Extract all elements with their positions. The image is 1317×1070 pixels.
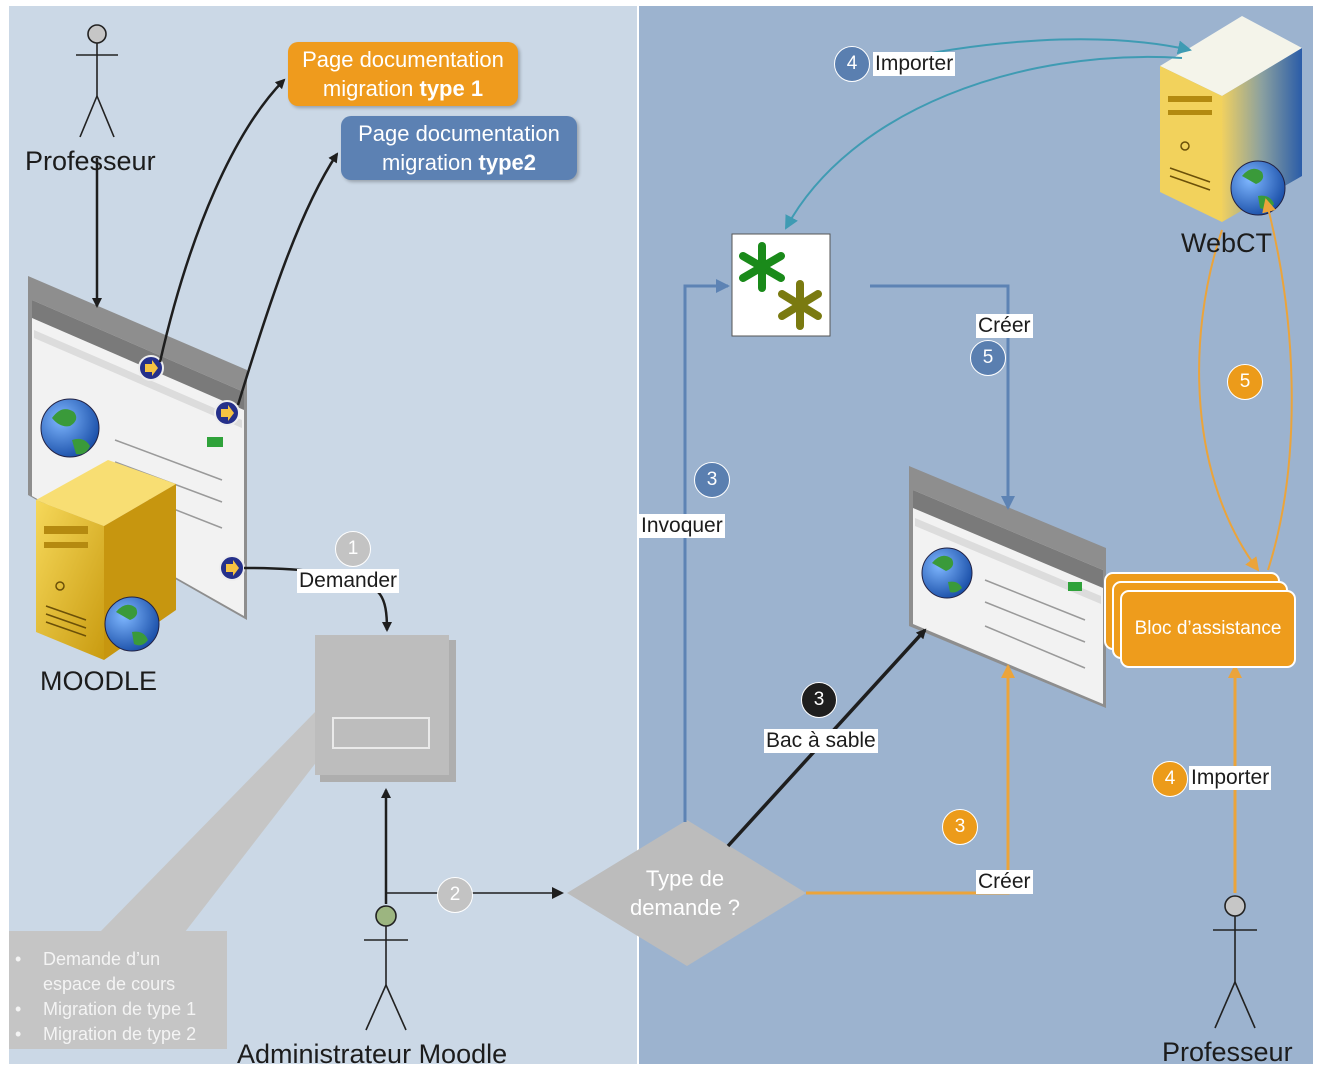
edge-label-importer-bottom: Importer bbox=[1189, 766, 1272, 790]
badge-step-webct-orange: 5 bbox=[1227, 364, 1263, 400]
label-admin: Administrateur Moodle bbox=[237, 1039, 508, 1069]
decision-line2: demande ? bbox=[629, 895, 741, 920]
edge-label-bac-a-sable: Bac à sable bbox=[764, 729, 878, 753]
doc-page-type2-line2: migration type2 bbox=[341, 148, 577, 177]
webct-server bbox=[1160, 16, 1302, 222]
badge-step-invoquer: 3 bbox=[694, 462, 730, 498]
badge-step-admin-decision: 2 bbox=[437, 877, 473, 913]
callout-item-text: espace de cours bbox=[43, 974, 176, 994]
badge-step-bac-a-sable: 3 bbox=[801, 682, 837, 718]
edge-label-creer-top: Créer bbox=[976, 314, 1033, 338]
generator-icon bbox=[731, 233, 831, 337]
doc-page-type1-line1: Page documentation bbox=[302, 47, 504, 72]
label-professeur-top: Professeur bbox=[25, 146, 156, 176]
callout-item: Migration de type 2 bbox=[9, 1022, 227, 1047]
admin-form-box bbox=[315, 635, 456, 782]
callout-item: Demande d’un bbox=[9, 947, 227, 972]
doc-page-type1-prefix: migration bbox=[322, 76, 420, 101]
decision-diamond bbox=[567, 820, 806, 966]
bloc-assistance: Bloc d’assistance bbox=[1120, 590, 1296, 668]
doc-page-type2-prefix: migration bbox=[381, 150, 479, 175]
decision-line1: Type de bbox=[645, 866, 725, 891]
sandbox-browser-window bbox=[909, 466, 1106, 708]
professeur-top-figure bbox=[76, 24, 118, 138]
doc-page-type1-line2: migration type 1 bbox=[288, 74, 518, 103]
callout-request-types: Demande d’un espace de cours Migration d… bbox=[9, 933, 227, 1063]
doc-page-type1-bold: type 1 bbox=[419, 76, 484, 101]
link-bullets bbox=[138, 355, 245, 581]
moodle-browser-window bbox=[28, 276, 247, 620]
admin-figure bbox=[364, 905, 408, 1031]
edge-label-creer-bottom: Créer bbox=[976, 870, 1033, 894]
label-professeur-bottom: Professeur bbox=[1162, 1037, 1293, 1067]
edge-label-importer-top: Importer bbox=[873, 52, 956, 76]
badge-step-importer-orange: 4 bbox=[1152, 761, 1188, 797]
badge-step-demander: 1 bbox=[335, 531, 371, 567]
edge-label-invoquer: Invoquer bbox=[639, 514, 725, 538]
decision-label: Type de demande ? bbox=[585, 864, 785, 922]
callout-item-text: Demande d’un bbox=[43, 949, 161, 969]
doc-page-type2: Page documentation migration type2 bbox=[341, 116, 577, 180]
callout-item: Migration de type 1 bbox=[9, 997, 227, 1022]
callout-item-text: Migration de type 1 bbox=[43, 999, 197, 1019]
badge-step-importer-top: 4 bbox=[834, 46, 870, 82]
moodle-server bbox=[36, 460, 176, 660]
doc-page-type2-bold: type2 bbox=[478, 150, 537, 175]
professeur-bottom-figure bbox=[1213, 895, 1257, 1029]
callout-item-text: Migration de type 2 bbox=[43, 1024, 197, 1044]
badge-step-creer-top: 5 bbox=[970, 340, 1006, 376]
callout-item-continued: espace de cours bbox=[9, 972, 227, 997]
badge-step-creer-orange: 3 bbox=[942, 809, 978, 845]
doc-page-type1: Page documentation migration type 1 bbox=[288, 42, 518, 106]
callout-pointer bbox=[100, 712, 318, 932]
label-moodle: MOODLE bbox=[40, 666, 158, 696]
label-webct: WebCT bbox=[1181, 228, 1273, 258]
edge-label-demander: Demander bbox=[297, 569, 400, 593]
doc-page-type2-line1: Page documentation bbox=[358, 121, 560, 146]
